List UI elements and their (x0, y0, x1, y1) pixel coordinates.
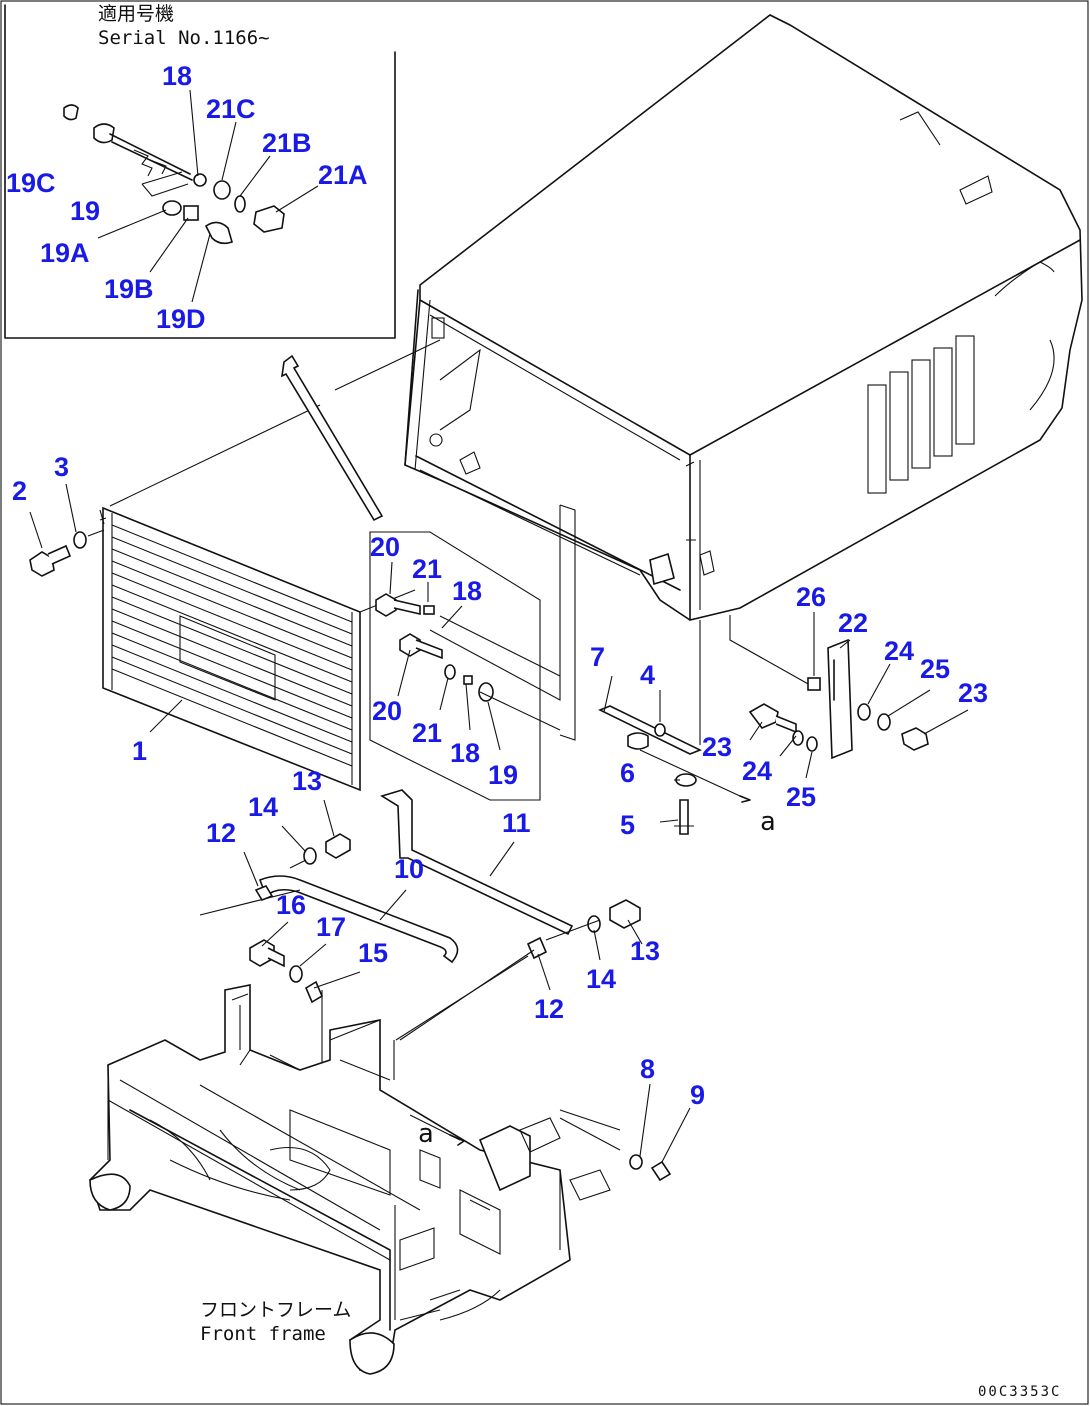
hinge-bracket-assembly: a (598, 615, 929, 837)
callout-23-left: 23 (702, 732, 732, 762)
callout-19a-inset: 19A (40, 238, 90, 268)
reference-mark-a-top: a (760, 807, 776, 837)
projection-lines (109, 339, 441, 613)
front-frame-label-jp: フロントフレーム (200, 1299, 351, 1321)
callout-16: 16 (276, 890, 306, 920)
callout-15: 15 (358, 938, 388, 968)
cab-side-vents (867, 335, 975, 494)
callout-21-lower: 21 (412, 718, 442, 748)
callout-25-left: 25 (786, 782, 816, 812)
callout-1: 1 (132, 736, 147, 766)
callout-7: 7 (590, 642, 605, 672)
inset-applicable-label: 適用号機 (98, 3, 174, 25)
right-bolt-set-12-14-13 (399, 899, 641, 1041)
leader-lines (29, 483, 969, 1163)
front-frame-label-en: Front frame (200, 1323, 326, 1345)
callout-5: 5 (620, 810, 635, 840)
inset-leaders (97, 89, 319, 303)
callout-19d-inset: 19D (156, 304, 206, 334)
inset-parts (63, 104, 285, 245)
callout-14-right: 14 (586, 964, 616, 994)
callout-19-inset: 19 (70, 196, 100, 226)
callout-21c-inset: 21C (206, 94, 256, 124)
inset-serial-label: Serial No.1166~ (98, 27, 270, 49)
inset-box: 適用号機 Serial No.1166~ (4, 3, 396, 339)
callout-18-inset: 18 (162, 61, 192, 91)
callout-3: 3 (54, 452, 69, 482)
callout-21-upper: 21 (412, 554, 442, 584)
callout-18-lower: 18 (450, 738, 480, 768)
callout-8: 8 (640, 1054, 655, 1084)
bolt-and-washer-2-3 (29, 529, 105, 577)
callout-6: 6 (620, 758, 635, 788)
callout-24-right: 24 (884, 636, 914, 666)
drawing-code: 00C3353C (978, 1384, 1061, 1400)
callout-26: 26 (796, 582, 826, 612)
callout-12-left: 12 (206, 818, 236, 848)
callout-17: 17 (316, 912, 346, 942)
callout-13-left: 13 (292, 766, 322, 796)
callout-24-left: 24 (742, 756, 772, 786)
callout-11: 11 (502, 808, 531, 838)
callout-14-left: 14 (248, 792, 278, 822)
front-grille-panel (99, 506, 361, 792)
cab-assembly (404, 14, 1083, 621)
callout-23-right: 23 (958, 678, 988, 708)
callout-21b-inset: 21B (262, 128, 312, 158)
reference-mark-a-frame: a (418, 1119, 434, 1149)
callout-20-lower: 20 (372, 696, 402, 726)
callout-19-lower: 19 (488, 760, 518, 790)
latch-detail-group (369, 504, 576, 801)
callout-19b-inset: 19B (104, 274, 154, 304)
callout-18-upper: 18 (452, 576, 482, 606)
callout-2: 2 (12, 476, 27, 506)
callout-19c-inset: 19C (6, 168, 56, 198)
callout-10: 10 (394, 854, 424, 884)
callout-13-right: 13 (630, 936, 660, 966)
callout-22: 22 (838, 608, 868, 638)
front-frame-assembly: a (89, 955, 672, 1375)
callout-9: 9 (690, 1080, 705, 1110)
callout-labels: 18 21C 21B 21A 19C 19 19A 19B 19D 2 3 1 … (6, 61, 988, 1110)
callout-25-right: 25 (920, 654, 950, 684)
grille-slats (111, 524, 353, 767)
callout-21a-inset: 21A (318, 160, 368, 190)
stay-rods (199, 789, 574, 964)
callout-4: 4 (640, 660, 655, 690)
callout-20-upper: 20 (370, 532, 400, 562)
callout-12-right: 12 (534, 994, 564, 1024)
